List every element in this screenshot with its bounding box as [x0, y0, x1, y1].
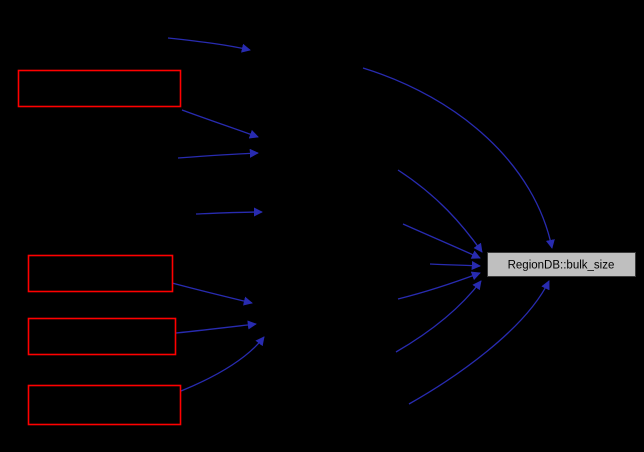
- edge: [181, 109, 259, 139]
- edge: [395, 280, 482, 353]
- edge: [397, 169, 483, 253]
- edge: [175, 320, 257, 334]
- edge: [402, 223, 481, 259]
- target-node-label: RegionDB::bulk_size: [508, 260, 615, 272]
- edge: [408, 280, 550, 405]
- edge: [362, 67, 555, 249]
- target-node-box[interactable]: [487, 252, 636, 277]
- edge: [429, 260, 481, 271]
- caller-node-box[interactable]: [27, 384, 182, 426]
- edge: [167, 37, 251, 53]
- caller-node-box[interactable]: [17, 69, 182, 108]
- caller-node-box[interactable]: [27, 317, 177, 356]
- edge: [177, 148, 259, 159]
- edge: [171, 282, 253, 306]
- target-node[interactable]: RegionDB::bulk_size: [487, 252, 636, 277]
- edge: [195, 207, 263, 217]
- edge: [397, 271, 481, 300]
- caller-node-box[interactable]: [27, 254, 174, 293]
- edge: [180, 336, 265, 392]
